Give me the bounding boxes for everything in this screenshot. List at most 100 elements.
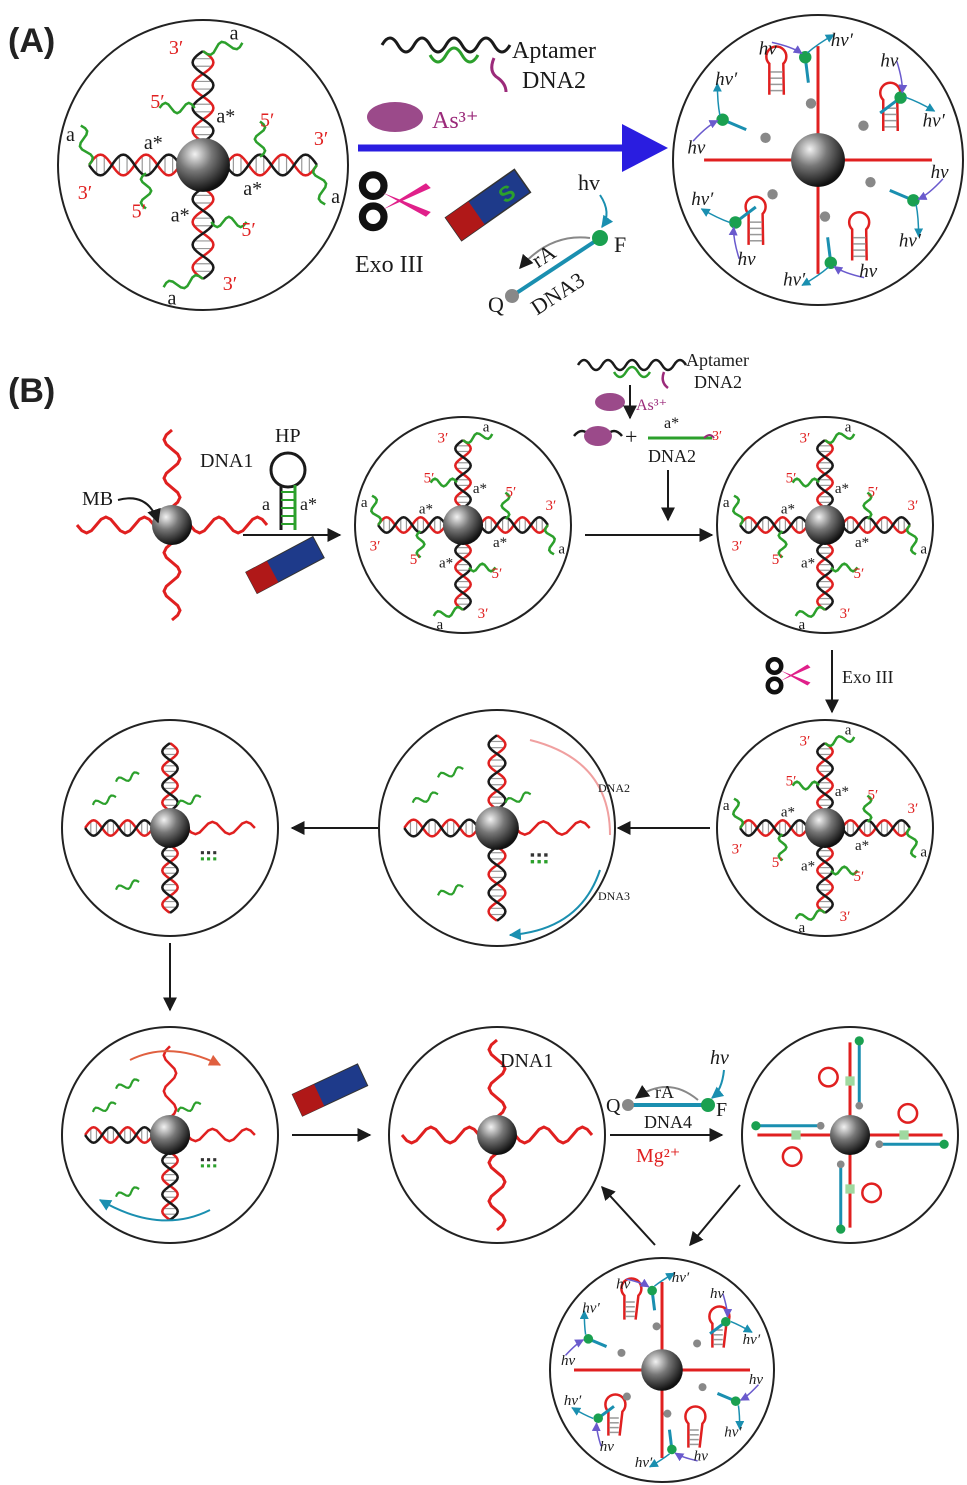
quencher-icon <box>760 132 771 143</box>
hv-prime-label: hv′ <box>899 230 922 251</box>
emission-arrow <box>914 204 924 238</box>
panel-b-aptamer-label: Aptamer <box>686 350 749 370</box>
nucleotide-dots <box>200 1164 204 1168</box>
label-5-prime: 5′ <box>150 91 164 113</box>
dnazyme-loop <box>781 1146 803 1168</box>
label-a-star: a* <box>216 105 235 127</box>
arsenic-ion-icon <box>367 102 423 132</box>
dnazyme-hairpin <box>620 1277 643 1320</box>
green-overhang-astar <box>777 530 788 559</box>
quencher-icon <box>858 120 869 131</box>
helix-black-strand <box>840 819 911 837</box>
green-overhang-a <box>824 734 856 748</box>
green-overhang <box>411 791 439 804</box>
label-a-star: a* <box>801 858 815 874</box>
emission-arrow <box>579 1310 589 1335</box>
magnetic-bead-icon <box>149 1114 191 1156</box>
fluorophore-icon <box>583 1334 594 1344</box>
green-overhang-astar <box>791 477 820 488</box>
dna1-strand <box>162 541 182 622</box>
scissors-handle <box>358 202 388 232</box>
dna1-label-top: DNA1 <box>200 450 253 472</box>
fluorophore-icon <box>907 194 920 207</box>
green-overhang-astar <box>830 562 859 573</box>
label-5-prime: 5′ <box>854 566 865 582</box>
label-5-prime: 5′ <box>132 201 146 223</box>
scissors-blade <box>382 183 431 210</box>
dnazyme-hairpin <box>744 195 767 245</box>
dna1-single-strand <box>186 820 256 836</box>
dnazyme-loop <box>861 1182 883 1204</box>
free-dna2-3prime: 3′ <box>712 429 722 444</box>
green-overhang <box>114 1186 140 1198</box>
nucleotide-dots <box>530 853 535 857</box>
fluorophore-icon <box>729 216 742 229</box>
b4-dna3-label: DNA3 <box>598 889 630 903</box>
label-3-prime: 3′ <box>800 733 811 749</box>
recycle-arrow-bottom <box>508 869 601 941</box>
label-5-prime: 5′ <box>772 552 783 568</box>
label-a-star: a* <box>781 501 795 517</box>
label-a: a <box>437 617 444 633</box>
panel-a-q-label: Q <box>488 292 504 317</box>
hv-prime-label: hv′ <box>831 30 854 51</box>
fluorophore-icon <box>939 1139 949 1149</box>
excitation-arrow <box>722 1293 733 1318</box>
green-overhang <box>114 879 140 891</box>
hv-prime-label: hv′ <box>564 1393 582 1409</box>
label-a-star: a* <box>144 132 163 154</box>
panel-a-hv-label: hv <box>578 170 600 195</box>
cleaved-bead-b6 <box>61 1026 279 1244</box>
panel-b-arsenic-label: As³⁺ <box>636 397 667 414</box>
label-a: a <box>723 495 730 511</box>
green-overhang-astar <box>862 794 873 823</box>
label-5-prime: 5′ <box>786 773 797 789</box>
label-a-star: a* <box>835 784 849 800</box>
label-3-prime: 3′ <box>546 498 557 514</box>
panel-b-aptamer-block: Aptamer DNA2 As³⁺ + a* 3′ DNA2 <box>573 350 749 522</box>
hv-prime-label: hv′ <box>743 1332 761 1348</box>
b4-dna2-label: DNA2 <box>598 781 630 795</box>
green-overhang-astar <box>468 562 497 573</box>
helix-black-strand <box>377 516 448 534</box>
emission-arrow <box>801 266 829 286</box>
helix-black-strand <box>161 1150 179 1221</box>
panel-a-arsenic-label: As³⁺ <box>432 108 479 134</box>
green-overhang-a <box>794 605 826 619</box>
green-overhang <box>114 771 140 783</box>
green-overhang-a <box>794 908 826 922</box>
label-a-star: a* <box>801 555 815 571</box>
excitation-arrow <box>771 41 803 55</box>
green-overhang-a <box>543 524 557 556</box>
hv-label: hv <box>749 1372 764 1388</box>
label-5-prime: 5′ <box>241 219 255 241</box>
scissors-blade <box>780 670 811 686</box>
ra-site <box>791 1130 801 1140</box>
dnazyme-bead-b8 <box>741 1026 959 1244</box>
magnetic-bead-icon <box>442 504 484 546</box>
helix-black-strand <box>161 742 179 813</box>
green-overhang-a <box>78 124 95 166</box>
hv-prime-label: hv′ <box>691 189 714 210</box>
dna1-strand <box>75 515 156 535</box>
fluorophore-icon <box>751 1121 761 1131</box>
quencher-icon <box>767 189 778 200</box>
panel-a-f-label: F <box>614 232 626 257</box>
excitation-arrow <box>692 119 719 142</box>
magnetic-bead-icon <box>641 1349 683 1391</box>
dnazyme-hairpin <box>847 211 871 261</box>
free-bead-dna1-regenerated <box>388 1026 606 1244</box>
hv-prime-label: hv′ <box>582 1300 600 1316</box>
dna4-label: DNA4 <box>644 1112 692 1132</box>
label-a: a <box>799 617 806 633</box>
quencher-icon <box>617 1348 626 1357</box>
dna1-strand <box>513 1125 594 1145</box>
label-a-star: a* <box>835 481 849 497</box>
label-a-star: a* <box>419 501 433 517</box>
dnazyme-loop <box>897 1102 919 1124</box>
hv-label: hv <box>880 50 899 71</box>
